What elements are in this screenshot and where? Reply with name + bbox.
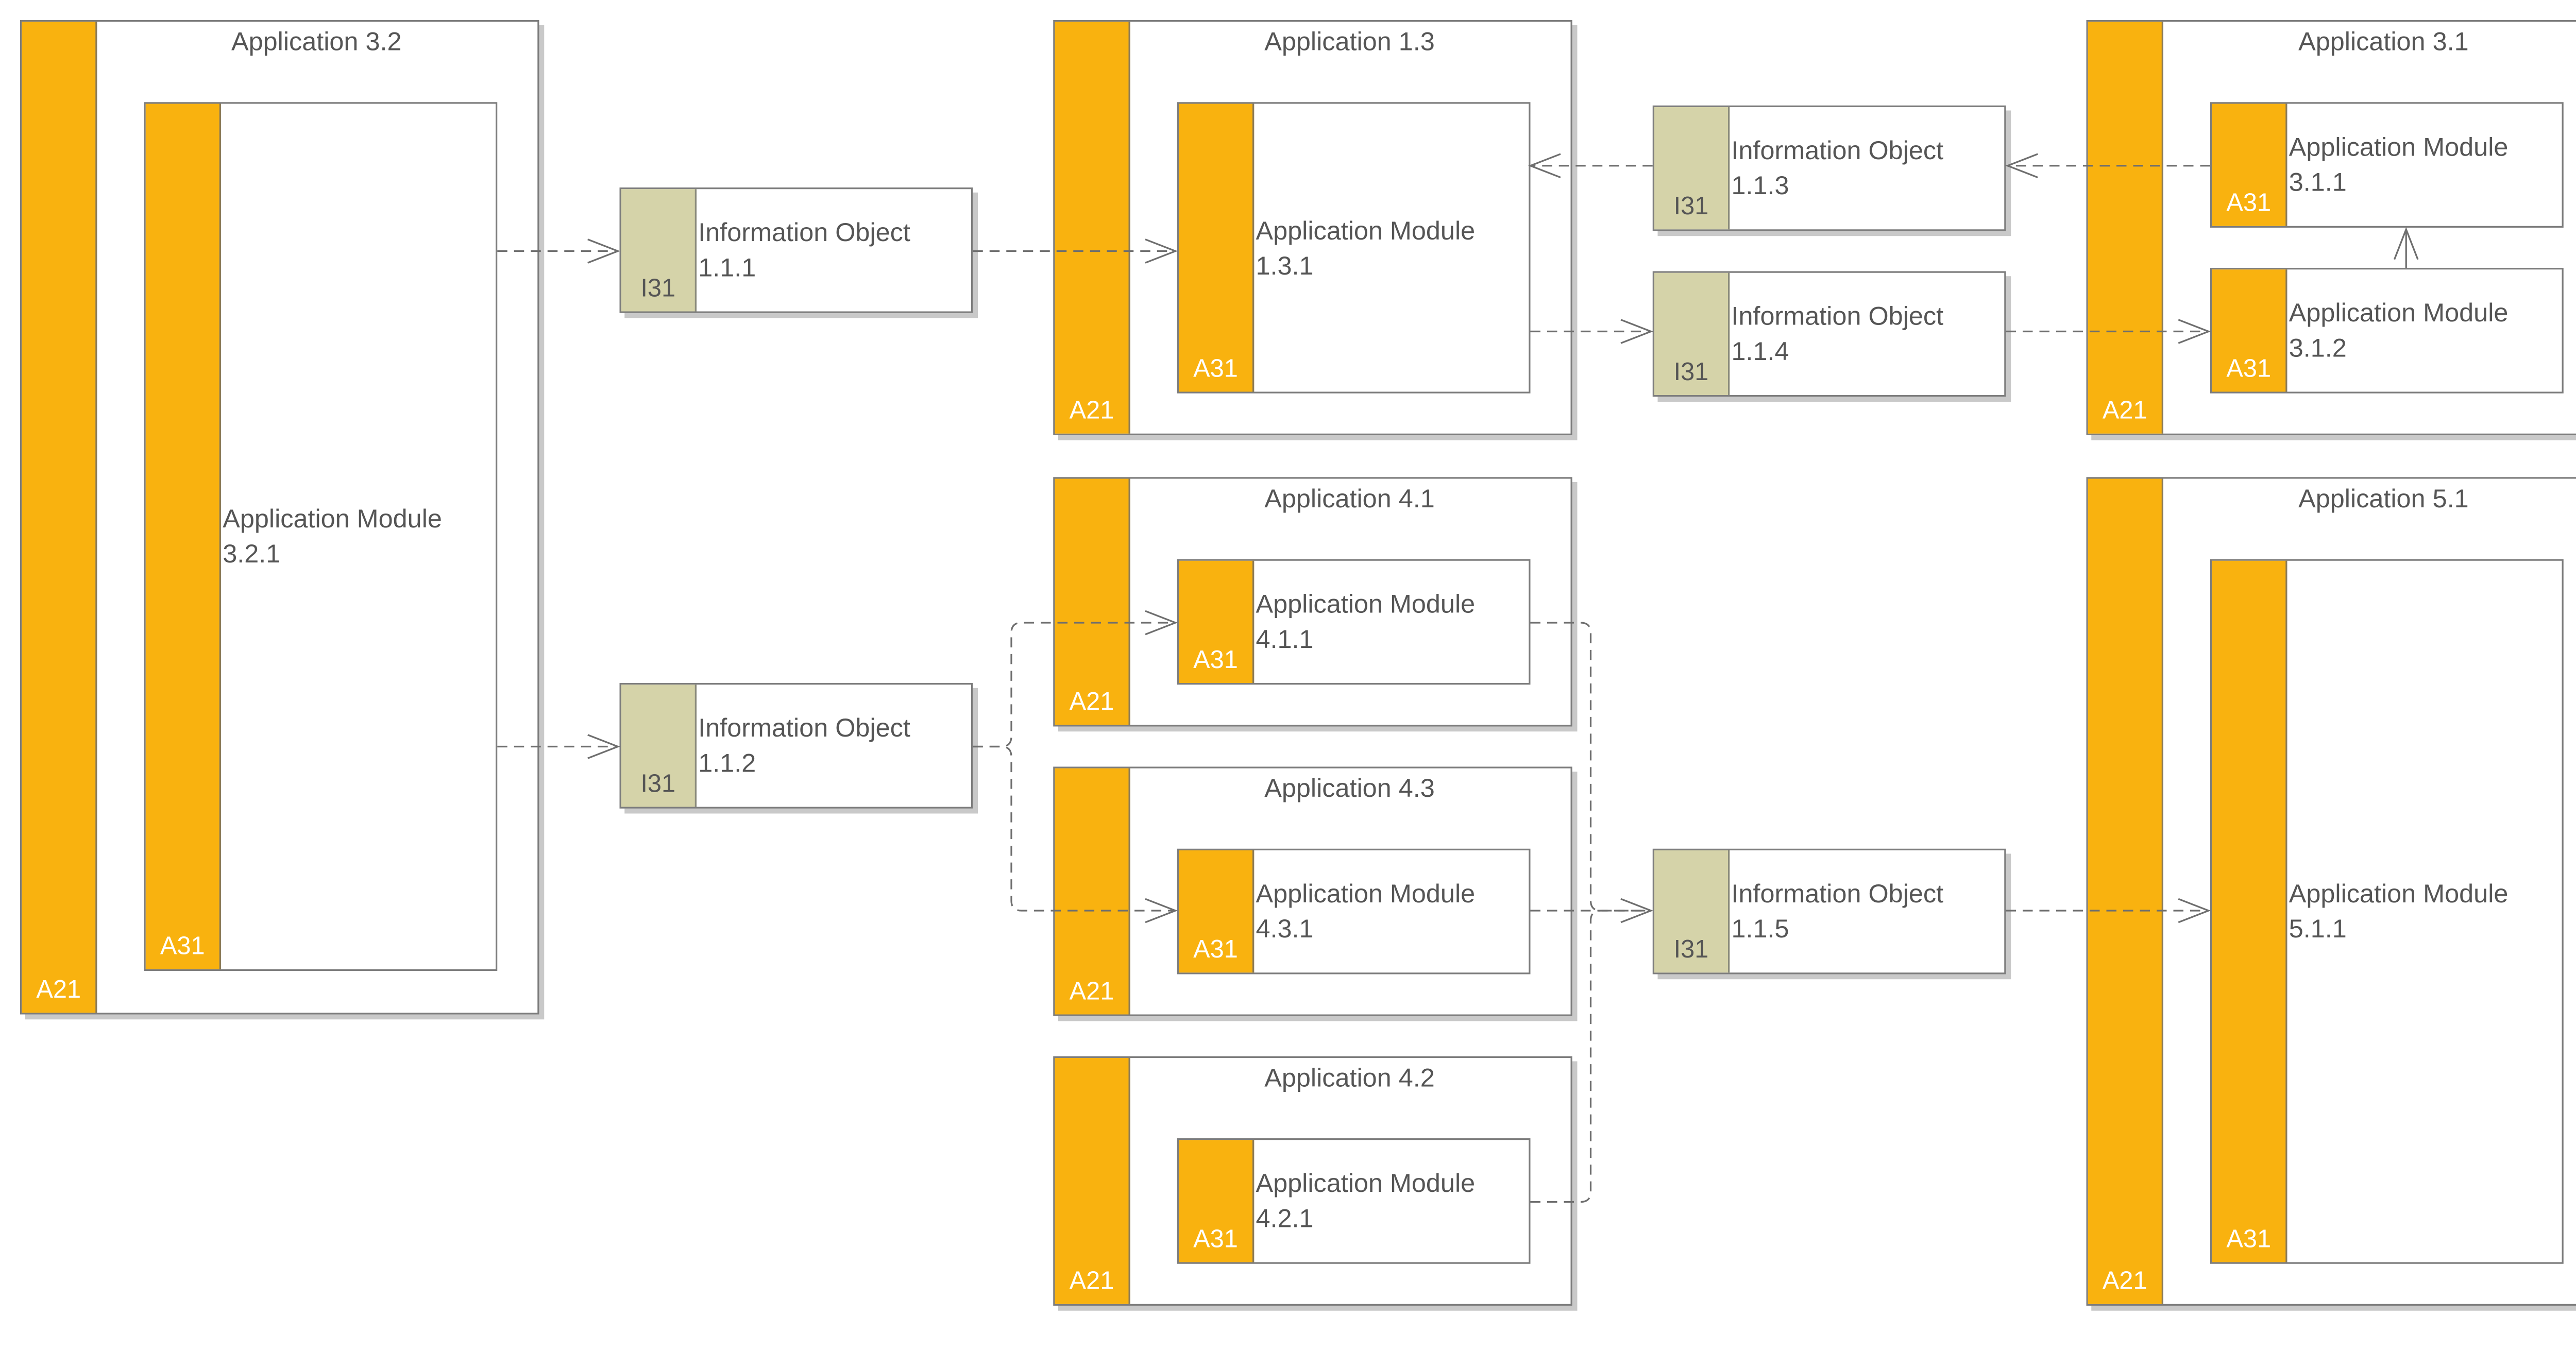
element-code: A21	[1069, 978, 1114, 1006]
information-object-type-strip	[1654, 850, 1730, 973]
module-type-strip	[2212, 269, 2287, 392]
arrowhead	[1620, 319, 1653, 344]
module-type-strip	[1179, 560, 1255, 683]
module-type-strip	[2212, 560, 2287, 1262]
element-code: A21	[2102, 397, 2147, 425]
application-title: Application 4.1	[1264, 485, 1435, 514]
element-code: A31	[1193, 935, 1238, 964]
information-object-type-strip	[1654, 272, 1730, 395]
application-title: Application 1.3	[1264, 28, 1435, 57]
element-code: A21	[1069, 1267, 1114, 1296]
application-title: Application 4.3	[1264, 775, 1435, 803]
element-code: A31	[2226, 355, 2272, 384]
module-type-strip	[145, 104, 221, 969]
application-type-strip	[1055, 22, 1130, 434]
module-type-strip	[2212, 104, 2287, 226]
element-code: I31	[640, 275, 676, 303]
element-code: A31	[1193, 646, 1238, 675]
element-code: I31	[1673, 192, 1709, 221]
element-code: A21	[36, 976, 81, 1004]
application-type-strip	[1055, 1058, 1130, 1304]
element-code: A31	[2226, 1225, 2272, 1254]
element-code: A31	[1193, 355, 1238, 384]
module-type-strip	[1179, 104, 1255, 392]
element-code: I31	[640, 770, 676, 799]
element-code: I31	[1673, 358, 1709, 387]
element-code: A31	[160, 932, 205, 961]
element-code: A21	[2102, 1267, 2147, 1296]
element-code: A21	[1069, 397, 1114, 425]
module-type-strip	[1179, 850, 1255, 973]
arrowhead	[587, 734, 620, 759]
arrowhead	[2005, 153, 2038, 179]
application-type-strip	[2088, 22, 2163, 434]
arrowhead	[587, 238, 620, 264]
information-object-type-strip	[621, 685, 697, 807]
application-title: Application 5.1	[2298, 485, 2469, 514]
element-code: A31	[2226, 189, 2272, 218]
element-code: A21	[1069, 688, 1114, 716]
application-title: Application 3.1	[2298, 28, 2469, 57]
information-object-type-strip	[1654, 107, 1730, 230]
information-object-type-strip	[621, 189, 697, 312]
element-code: A31	[1193, 1225, 1238, 1254]
module-type-strip	[1179, 1140, 1255, 1262]
application-title: Application 3.2	[231, 28, 402, 57]
element-code: I31	[1673, 935, 1709, 964]
application-type-strip	[22, 22, 97, 1013]
application-title: Application 4.2	[1264, 1065, 1435, 1093]
application-type-strip	[2088, 478, 2163, 1304]
arrowhead	[1620, 898, 1653, 924]
